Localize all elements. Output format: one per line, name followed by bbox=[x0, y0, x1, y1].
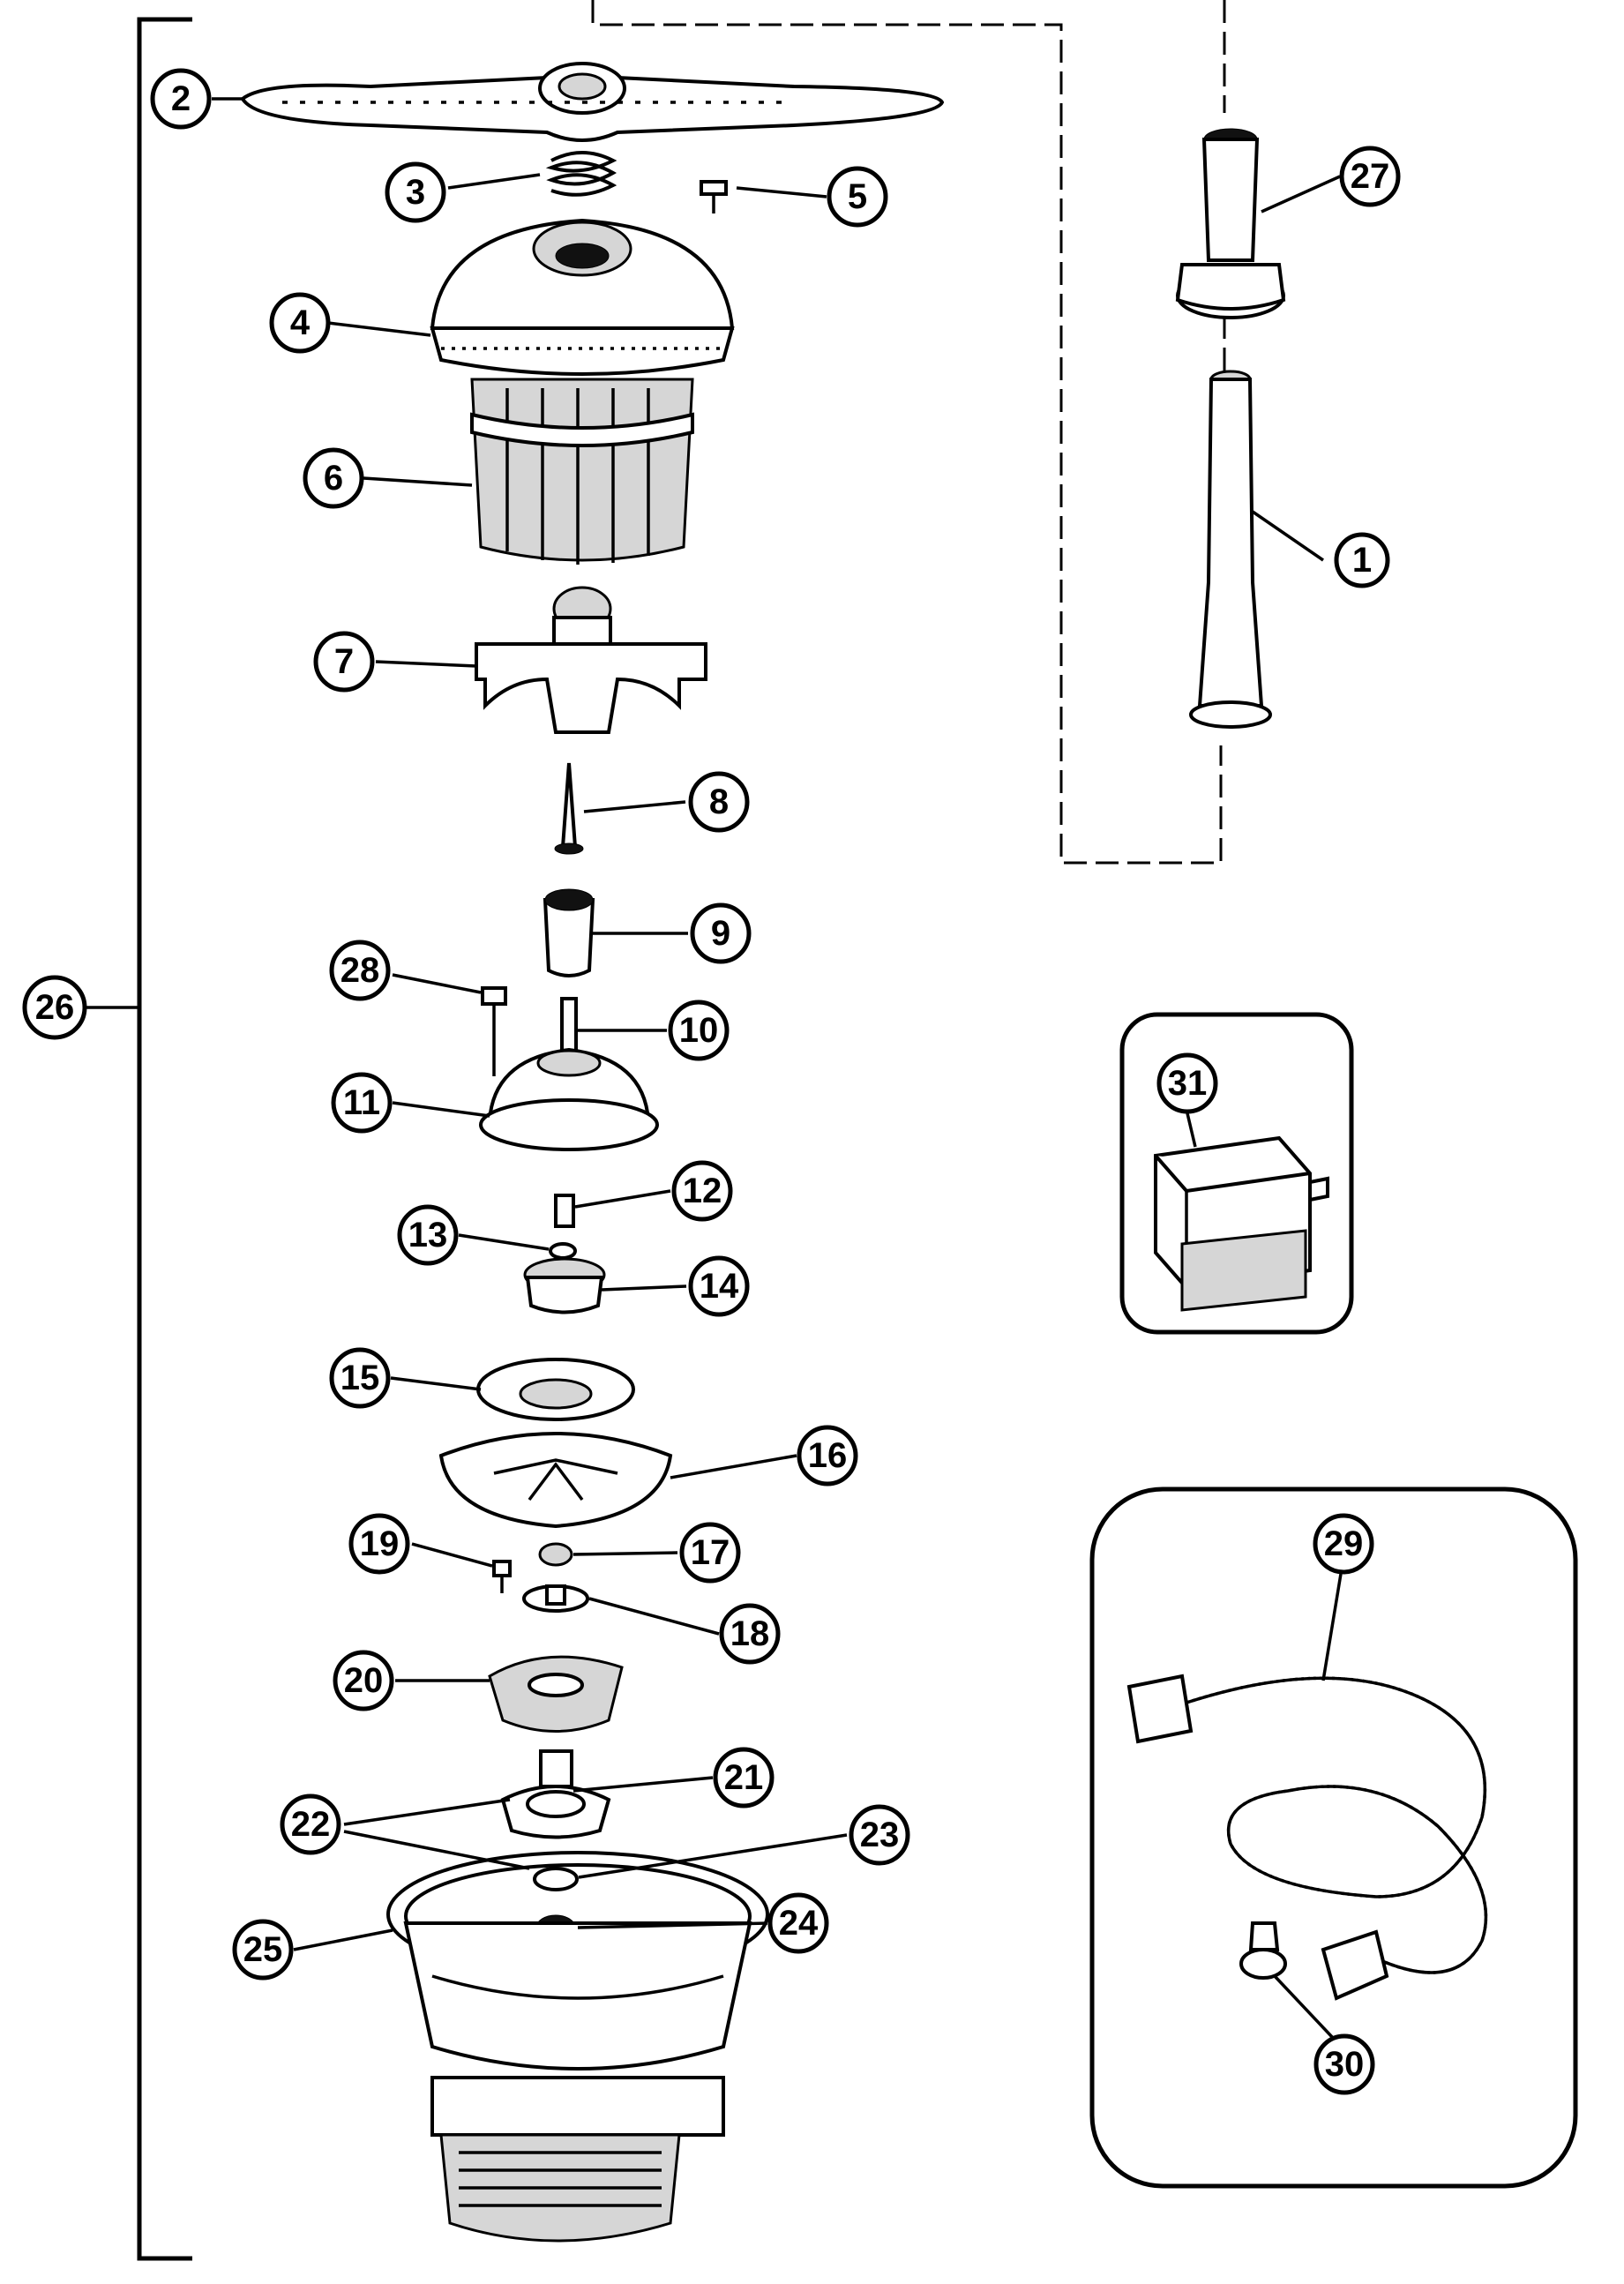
pump-housing bbox=[479, 1047, 659, 1151]
filter-screen bbox=[470, 378, 694, 565]
callout-4: 4 bbox=[269, 292, 331, 354]
tube-27 bbox=[1175, 128, 1286, 319]
callout-label: 25 bbox=[243, 1930, 283, 1969]
pin bbox=[554, 762, 584, 855]
hose-clamp bbox=[1239, 1921, 1287, 1980]
small-parts-17-18-19 bbox=[492, 1542, 589, 1613]
motor-coupling bbox=[500, 1749, 611, 1839]
pump-cover bbox=[430, 218, 735, 376]
callout-label: 5 bbox=[848, 177, 867, 216]
callout-22: 22 bbox=[280, 1794, 341, 1855]
spring bbox=[545, 151, 617, 197]
callout-23: 23 bbox=[849, 1804, 910, 1866]
callout-20: 20 bbox=[333, 1650, 394, 1711]
impeller-parts bbox=[523, 1194, 606, 1314]
spray-arm bbox=[240, 62, 945, 142]
screw-5 bbox=[700, 180, 728, 213]
tube-1 bbox=[1189, 370, 1272, 729]
callout-label: 22 bbox=[291, 1805, 331, 1844]
part-31-inset-box bbox=[1119, 1012, 1354, 1335]
callout-label: 20 bbox=[344, 1661, 384, 1700]
callout-label: 19 bbox=[360, 1524, 400, 1563]
callout-label: 3 bbox=[406, 173, 425, 212]
callout-label: 18 bbox=[730, 1614, 770, 1653]
callout-26: 26 bbox=[22, 975, 87, 1040]
callout-label: 28 bbox=[341, 951, 380, 990]
callout-11: 11 bbox=[331, 1072, 393, 1134]
callout-label: 10 bbox=[679, 1011, 719, 1050]
callout-label: 14 bbox=[700, 1267, 739, 1306]
callout-label: 16 bbox=[808, 1436, 848, 1475]
callout-3: 3 bbox=[385, 161, 446, 223]
callout-13: 13 bbox=[397, 1204, 459, 1266]
callout-label: 11 bbox=[343, 1083, 380, 1122]
callout-label: 4 bbox=[290, 303, 311, 342]
callout-5: 5 bbox=[827, 166, 888, 228]
callout-10: 10 bbox=[668, 1000, 730, 1061]
sleeve bbox=[543, 888, 595, 977]
callout-7: 7 bbox=[313, 631, 375, 693]
callout-24: 24 bbox=[767, 1892, 829, 1954]
perforated-plate bbox=[488, 1655, 624, 1733]
callout-label: 12 bbox=[683, 1172, 722, 1210]
callout-28: 28 bbox=[329, 940, 391, 1001]
callout-2: 2 bbox=[150, 68, 212, 130]
callout-27: 27 bbox=[1339, 146, 1401, 207]
assembly-bracket bbox=[137, 17, 192, 2261]
leader-lines bbox=[212, 97, 1343, 2040]
callout-8: 8 bbox=[688, 771, 750, 833]
callout-17: 17 bbox=[679, 1522, 741, 1584]
spray-arm-support bbox=[475, 586, 707, 734]
callout-9: 9 bbox=[690, 902, 752, 964]
callout-label: 6 bbox=[324, 459, 343, 498]
callout-18: 18 bbox=[719, 1603, 781, 1665]
callout-label: 9 bbox=[711, 914, 730, 953]
callout-label: 13 bbox=[408, 1216, 448, 1254]
callout-label: 1 bbox=[1352, 541, 1372, 580]
callout-14: 14 bbox=[688, 1255, 750, 1317]
callout-label: 29 bbox=[1324, 1524, 1364, 1563]
solenoid bbox=[1154, 1135, 1329, 1312]
callout-30: 30 bbox=[1313, 2033, 1375, 2095]
pump-base bbox=[438, 1358, 673, 1529]
callout-19: 19 bbox=[348, 1513, 410, 1575]
parts-29-30-inset-box bbox=[1089, 1486, 1578, 2189]
callout-label: 27 bbox=[1351, 157, 1390, 196]
drain-hose bbox=[1126, 1674, 1488, 2001]
callout-label: 30 bbox=[1325, 2045, 1365, 2084]
dashed-reference-lines bbox=[591, 0, 1226, 865]
callout-25: 25 bbox=[232, 1919, 294, 1981]
callout-label: 31 bbox=[1168, 1064, 1208, 1103]
callout-1: 1 bbox=[1334, 532, 1390, 588]
callout-12: 12 bbox=[671, 1160, 733, 1222]
callout-label: 7 bbox=[334, 642, 354, 681]
callout-label: 24 bbox=[779, 1904, 819, 1943]
callout-6: 6 bbox=[303, 447, 364, 509]
callout-label: 15 bbox=[341, 1359, 380, 1397]
callout-label: 23 bbox=[860, 1816, 900, 1854]
callout-29: 29 bbox=[1313, 1513, 1374, 1575]
callout-label: 2 bbox=[171, 79, 191, 118]
callout-label: 17 bbox=[691, 1533, 730, 1572]
callout-label: 21 bbox=[724, 1758, 764, 1797]
callout-15: 15 bbox=[329, 1347, 391, 1409]
callout-label: 8 bbox=[709, 783, 729, 821]
screw-28 bbox=[481, 986, 507, 1076]
callout-label: 26 bbox=[35, 988, 75, 1027]
pump-body bbox=[386, 1851, 769, 2071]
callout-21: 21 bbox=[713, 1747, 775, 1808]
motor bbox=[430, 2076, 725, 2243]
callout-16: 16 bbox=[797, 1425, 858, 1486]
callout-31: 31 bbox=[1156, 1052, 1218, 1114]
